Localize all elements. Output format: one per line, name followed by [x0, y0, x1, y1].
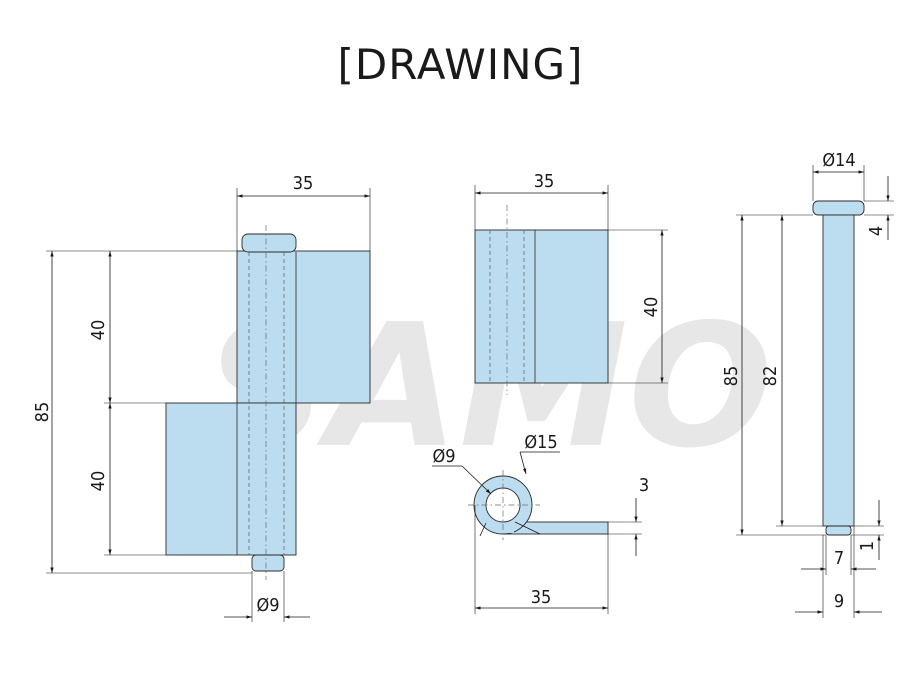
top-thickness-label: 3	[639, 475, 649, 496]
top-inner-dia-label: Ø9	[432, 446, 455, 467]
pin-head	[241, 233, 297, 253]
pin-shank	[822, 214, 855, 527]
pin-tip-height-label: 1	[857, 541, 878, 551]
pin-tip-view	[825, 525, 852, 536]
front-total-height-label: 85	[32, 402, 53, 423]
top-length-label: 35	[531, 587, 552, 608]
lower-leaf	[165, 402, 297, 556]
upper-leaf-height-label: 40	[88, 320, 109, 341]
front-view: 35 85 40 40 Ø9	[32, 173, 371, 622]
pin-total-length-label: 85	[721, 366, 742, 387]
side-leaf	[474, 229, 609, 384]
pin-head-view	[812, 200, 865, 216]
side-view: 35 40	[474, 171, 668, 395]
pin-view: Ø14 4 85 82 1 7 9	[721, 150, 894, 618]
side-width-label: 35	[534, 171, 555, 192]
drawing-title: [DRAWING]	[337, 40, 584, 89]
side-height-label: 40	[641, 297, 662, 318]
top-view: Ø9 Ø15 3 35	[432, 432, 649, 614]
top-outer-dia-label: Ø15	[524, 432, 557, 453]
pin-head-height-label: 4	[866, 226, 887, 236]
pin-shank-length-label: 82	[760, 366, 781, 387]
front-pin-dia-label: Ø9	[256, 595, 279, 616]
pin-tip-dia-label: 7	[834, 548, 844, 569]
pin-tip	[251, 554, 285, 572]
upper-leaf	[236, 250, 371, 404]
lower-leaf-height-label: 40	[88, 471, 109, 492]
pin-shank-dia-label: 9	[834, 591, 844, 612]
pin-head-dia-label: Ø14	[822, 150, 855, 171]
front-width-label: 35	[293, 173, 314, 194]
